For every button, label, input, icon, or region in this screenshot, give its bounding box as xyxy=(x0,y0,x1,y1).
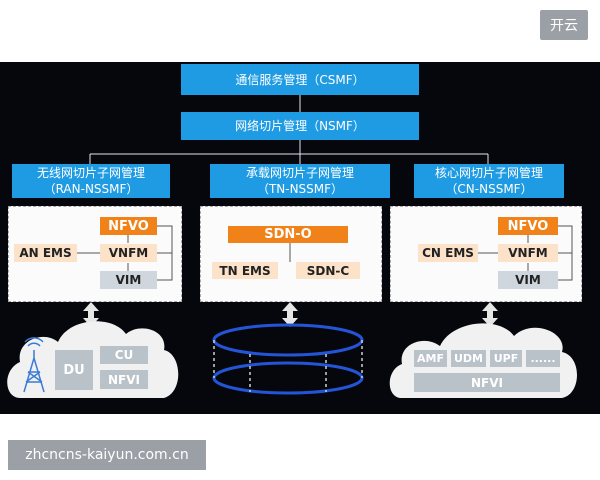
cn-vnfm-box: VNFM xyxy=(498,244,558,262)
cn-nfvi-box: NFVI xyxy=(414,373,560,392)
cn-vnfm-label: VNFM xyxy=(508,246,548,260)
double-arrow-icon xyxy=(83,302,498,327)
transport-ring-icon xyxy=(212,323,364,395)
cn-nfvo-label: NFVO xyxy=(507,218,549,234)
nsmf-box: 网络切片管理（NSMF） xyxy=(181,112,419,140)
sdn-c-box: SDN-C xyxy=(296,262,360,279)
du-label: DU xyxy=(63,362,85,378)
more-box: ...... xyxy=(526,350,560,367)
more-label: ...... xyxy=(530,352,556,365)
tn-nssmf-subtitle: （TN-NSSMF） xyxy=(256,182,344,196)
ran-nssmf-box: 无线网切片子网管理 （RAN-NSSMF） xyxy=(12,164,170,198)
cu-label: CU xyxy=(114,348,134,362)
corner-badge: 开云 xyxy=(540,10,588,40)
cn-ems-label: CN EMS xyxy=(422,246,474,260)
sdn-o-box: SDN-O xyxy=(228,226,348,243)
udm-label: UDM xyxy=(453,352,483,365)
an-ems-label: AN EMS xyxy=(19,246,72,260)
an-ems-box: AN EMS xyxy=(14,244,77,262)
tn-ems-label: TN EMS xyxy=(219,263,271,278)
csmf-label: 通信服务管理（CSMF） xyxy=(235,72,365,87)
tn-ems-box: TN EMS xyxy=(212,262,278,279)
udm-box: UDM xyxy=(451,350,486,367)
cn-vim-label: VIM xyxy=(515,273,541,287)
ran-nfvo-label: NFVO xyxy=(108,218,149,234)
cn-vim-box: VIM xyxy=(498,271,558,289)
cn-nfvi-label: NFVI xyxy=(471,375,503,390)
watermark: zhcncns-kaiyun.com.cn xyxy=(8,440,206,470)
amf-label: AMF xyxy=(417,352,444,365)
ran-nssmf-title: 无线网切片子网管理 xyxy=(36,166,145,180)
upf-label: UPF xyxy=(493,352,519,365)
upf-box: UPF xyxy=(490,350,522,367)
ran-nfvi-box: NFVI xyxy=(100,370,148,389)
ran-vnfm-label: VNFM xyxy=(108,246,149,260)
tn-panel xyxy=(200,206,382,302)
amf-box: AMF xyxy=(414,350,447,367)
cu-box: CU xyxy=(100,346,148,364)
ran-nfvo-box: NFVO xyxy=(100,217,157,235)
sdn-c-label: SDN-C xyxy=(306,263,350,278)
cn-nssmf-title: 核心网切片子网管理 xyxy=(434,166,543,180)
ran-vim-label: VIM xyxy=(115,273,142,287)
tn-nssmf-title: 承载网切片子网管理 xyxy=(245,166,354,180)
cn-nssmf-subtitle: （CN-NSSMF） xyxy=(445,182,533,196)
tn-nssmf-box: 承载网切片子网管理 （TN-NSSMF） xyxy=(210,164,390,198)
nsmf-label: 网络切片管理（NSMF） xyxy=(235,119,365,133)
csmf-box: 通信服务管理（CSMF） xyxy=(181,64,419,95)
ran-vnfm-box: VNFM xyxy=(100,244,157,262)
ran-nfvi-label: NFVI xyxy=(108,372,140,387)
cn-nssmf-box: 核心网切片子网管理 （CN-NSSMF） xyxy=(414,164,564,198)
antenna-tower-icon xyxy=(23,337,45,393)
cn-ems-box: CN EMS xyxy=(418,244,478,262)
ran-nssmf-subtitle: （RAN-NSSMF） xyxy=(43,182,139,196)
sdn-o-label: SDN-O xyxy=(264,227,312,242)
cn-nfvo-box: NFVO xyxy=(498,217,558,235)
ran-vim-box: VIM xyxy=(100,271,157,289)
du-box: DU xyxy=(55,350,93,390)
